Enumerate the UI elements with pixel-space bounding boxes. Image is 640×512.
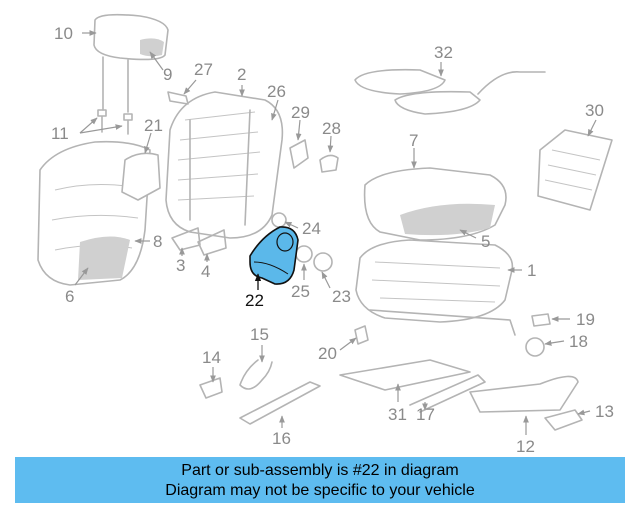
seat-cushion-part	[363, 167, 507, 241]
label-26: 26	[267, 82, 286, 101]
label-16: 16	[272, 429, 291, 448]
label-14: 14	[202, 348, 221, 367]
bolts-11-part	[97, 109, 133, 135]
label-7: 7	[409, 131, 418, 150]
label-23: 23	[332, 287, 351, 306]
callout-labels: 10 9 27 2 32 30 11 21 26 29 28 7 8 3 4 2…	[51, 24, 614, 455]
label-2: 2	[237, 65, 246, 84]
label-3: 3	[176, 256, 185, 275]
label-8: 8	[153, 232, 162, 251]
label-1: 1	[527, 261, 536, 280]
board-31-part	[339, 359, 471, 391]
washer-24-part	[271, 212, 287, 228]
cover-30-part	[537, 129, 613, 211]
label-10: 10	[54, 24, 73, 43]
label-21: 21	[144, 116, 163, 135]
seat-frame-part	[355, 239, 516, 336]
label-18: 18	[569, 332, 588, 351]
parts-diagram: 10 9 27 2 32 30 11 21 26 29 28 7 8 3 4 2…	[37, 13, 614, 455]
clip-27-part	[167, 91, 189, 105]
lever-14-part	[199, 377, 223, 399]
label-5: 5	[481, 232, 490, 251]
shield-12-part	[469, 375, 579, 413]
seatback-cover-part	[37, 140, 151, 286]
label-32: 32	[434, 43, 453, 62]
bracket-4-part	[197, 229, 227, 256]
cover-29-part	[289, 139, 309, 169]
label-27: 27	[194, 60, 213, 79]
info-banner: Part or sub-assembly is #22 in diagram D…	[15, 457, 625, 503]
leader-lines	[74, 30, 597, 435]
side-bracket-part	[121, 152, 161, 201]
cable-15-part	[239, 359, 273, 390]
knob-13-part	[544, 409, 583, 431]
label-20: 20	[318, 344, 337, 363]
label-28: 28	[322, 119, 341, 138]
label-22-highlighted: 22	[245, 291, 264, 310]
label-24: 24	[302, 219, 321, 238]
part-22-highlighted	[249, 226, 299, 285]
banner-line-2: Diagram may not be specific to your vehi…	[165, 482, 475, 499]
heater-mat-part	[354, 68, 546, 115]
label-4: 4	[201, 262, 210, 281]
washer-25-part	[295, 245, 313, 263]
label-19: 19	[576, 310, 595, 329]
label-15: 15	[250, 325, 269, 344]
label-12: 12	[516, 437, 535, 455]
label-6: 6	[65, 287, 74, 306]
label-30: 30	[585, 101, 604, 120]
label-13: 13	[595, 402, 614, 421]
knob-28-part	[319, 154, 339, 173]
headrest-part	[93, 13, 169, 113]
knob-18-part	[525, 337, 545, 357]
label-9: 9	[163, 65, 172, 84]
label-29: 29	[291, 103, 310, 122]
banner-line-1: Part or sub-assembly is #22 in diagram	[181, 462, 459, 479]
clip-19-part	[531, 313, 551, 327]
seatback-frame-part	[165, 91, 284, 239]
label-31: 31	[388, 405, 407, 424]
washer-23-part	[313, 252, 333, 272]
bolt-20-part	[354, 325, 369, 345]
label-25: 25	[291, 282, 310, 301]
trim-17-part	[409, 374, 486, 413]
label-17: 17	[416, 405, 435, 424]
label-11: 11	[51, 124, 69, 143]
rail-cover-16-part	[239, 381, 321, 425]
